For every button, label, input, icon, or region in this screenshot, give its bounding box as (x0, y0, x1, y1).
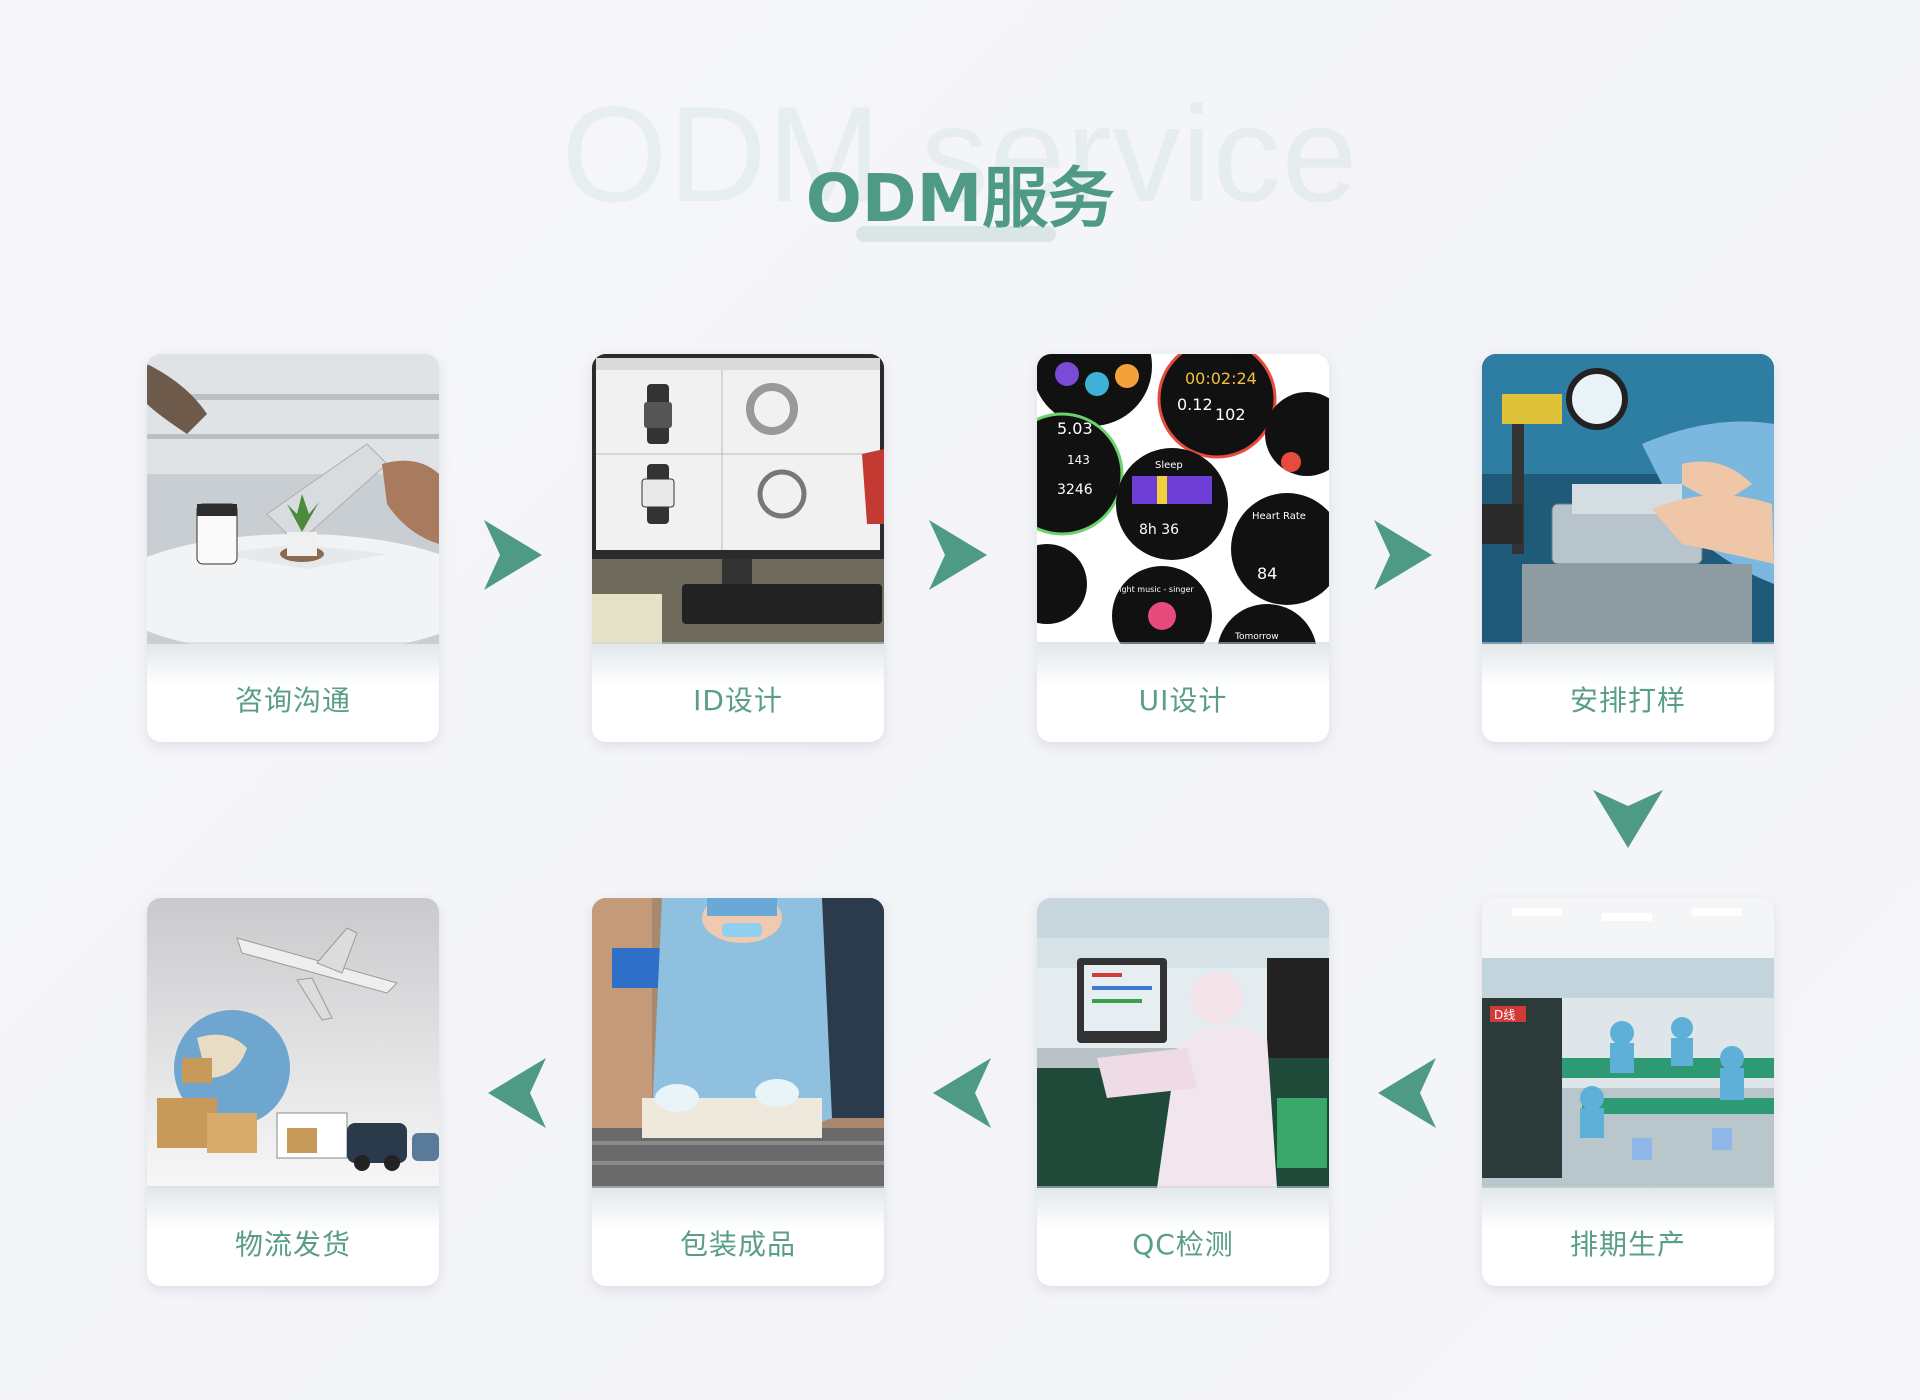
production-illustration: D线 (1482, 898, 1774, 1188)
chevron-left-icon (488, 1058, 546, 1128)
watch-ui-illustration: 00:02:24 0.12 102 5.03 143 3246 Sleep 8h… (1037, 354, 1329, 644)
step-label: 物流发货 (234, 1228, 351, 1261)
step-label: UI设计 (1138, 684, 1228, 717)
step-card-consultation[interactable]: 咨询沟通 (147, 354, 439, 742)
svg-text:Tomorrow: Tomorrow (1234, 632, 1279, 642)
watch-ui-photo: 00:02:24 0.12 102 5.03 143 3246 Sleep 8h… (1037, 354, 1329, 644)
prototyping-illustration (1482, 354, 1774, 644)
step-card-logistics[interactable]: 物流发货 (147, 898, 439, 1286)
step-card-id-design[interactable]: ID设计 (592, 354, 884, 742)
title-underline (856, 226, 1056, 242)
svg-text:143: 143 (1067, 453, 1090, 467)
qc-illustration (1037, 898, 1329, 1188)
svg-text:Heart Rate: Heart Rate (1252, 511, 1306, 522)
step-label: 咨询沟通 (234, 684, 351, 717)
quality-check-photo (1037, 898, 1329, 1188)
step-card-ui-design[interactable]: 00:02:24 0.12 102 5.03 143 3246 Sleep 8h… (1037, 354, 1329, 742)
photo-fade (1037, 1186, 1329, 1230)
step-card-qc[interactable]: QC检测 (1037, 898, 1329, 1286)
packaging-photo (592, 898, 884, 1188)
photo-fade (1482, 642, 1774, 686)
title-watermark: ODM service (561, 78, 1359, 230)
chevron-down-icon (1593, 790, 1663, 848)
step-card-packaging[interactable]: 包装成品 (592, 898, 884, 1286)
logistics-illustration (147, 898, 439, 1188)
photo-fade (1482, 1186, 1774, 1230)
industrial-design-photo (592, 354, 884, 644)
svg-text:84: 84 (1257, 564, 1277, 583)
svg-text:Sleep: Sleep (1155, 460, 1183, 471)
step-label: 安排打样 (1569, 684, 1686, 717)
svg-text:8h 36: 8h 36 (1139, 522, 1179, 538)
photo-fade (1037, 642, 1329, 686)
photo-fade (147, 642, 439, 686)
chevron-left-icon (1378, 1058, 1436, 1128)
consultation-illustration (147, 354, 439, 644)
step-label: QC检测 (1132, 1228, 1234, 1261)
step-label: ID设计 (693, 684, 783, 717)
packaging-illustration (592, 898, 884, 1188)
logistics-photo (147, 898, 439, 1188)
chevron-left-icon (933, 1058, 991, 1128)
production-line-photo: D线 (1482, 898, 1774, 1188)
watch-time-text: 00:02:24 (1185, 369, 1257, 388)
step-label: 包装成品 (679, 1228, 796, 1261)
chevron-right-icon (484, 520, 542, 590)
photo-fade (592, 642, 884, 686)
svg-text:light music - singer: light music - singer (1117, 585, 1194, 594)
consultation-photo (147, 354, 439, 644)
factory-sign-text: D线 (1494, 1008, 1515, 1022)
chevron-right-icon (929, 520, 987, 590)
photo-fade (592, 1186, 884, 1230)
step-card-prototyping[interactable]: 安排打样 (1482, 354, 1774, 742)
photo-fade (147, 1186, 439, 1230)
svg-text:3246: 3246 (1057, 482, 1093, 498)
page-title: ODM服务 (805, 160, 1115, 237)
step-label: 排期生产 (1569, 1228, 1686, 1261)
svg-text:102: 102 (1215, 405, 1246, 424)
prototyping-photo (1482, 354, 1774, 644)
chevron-right-icon (1374, 520, 1432, 590)
step-card-production[interactable]: D线 排期生产 (1482, 898, 1774, 1286)
svg-text:5.03: 5.03 (1057, 419, 1093, 438)
svg-text:0.12: 0.12 (1177, 395, 1213, 414)
id-design-illustration (592, 354, 884, 644)
